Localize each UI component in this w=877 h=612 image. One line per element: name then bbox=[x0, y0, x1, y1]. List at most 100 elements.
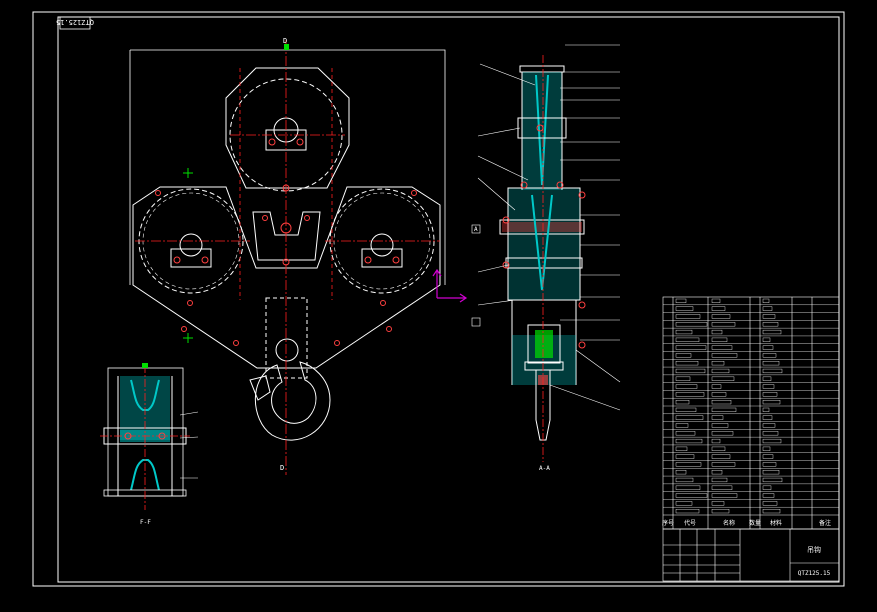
parts-row-text bbox=[675, 438, 703, 444]
parts-row-text bbox=[675, 361, 699, 366]
parts-row-text bbox=[762, 298, 770, 303]
parts-row-text bbox=[675, 345, 707, 350]
parts-row-text bbox=[762, 376, 772, 381]
parts-row-text bbox=[675, 509, 700, 514]
parts-row-text bbox=[762, 431, 779, 436]
green-mark-2 bbox=[183, 333, 193, 343]
parts-row-text bbox=[762, 462, 777, 467]
parts-row-text bbox=[675, 353, 692, 358]
parts-row-text bbox=[711, 314, 731, 319]
parts-row-text bbox=[675, 493, 708, 498]
parts-row-text bbox=[711, 337, 728, 342]
parts-header-cell: 数量 bbox=[749, 519, 761, 527]
parts-row-text bbox=[711, 400, 732, 405]
parts-row-text bbox=[762, 509, 781, 514]
parts-list-rows bbox=[663, 298, 839, 514]
parts-row-text bbox=[675, 407, 697, 412]
parts-row-text bbox=[675, 454, 695, 459]
parts-row-text bbox=[762, 454, 774, 459]
parts-row-text bbox=[675, 431, 696, 436]
parts-row-text bbox=[711, 392, 727, 397]
parts-header-cell: 材料 bbox=[770, 519, 782, 527]
parts-row-text bbox=[675, 337, 700, 342]
parts-row-text bbox=[675, 446, 688, 451]
parts-row-text bbox=[711, 322, 736, 327]
parts-row-text bbox=[711, 329, 723, 335]
parts-row-text bbox=[711, 407, 737, 412]
parts-row-text bbox=[711, 345, 733, 350]
parts-row-text bbox=[675, 400, 690, 405]
front-view-bolts bbox=[155, 138, 417, 346]
corner-code: QTZ125.15 bbox=[56, 18, 94, 26]
parts-row-text bbox=[762, 485, 772, 490]
parts-row-text bbox=[762, 446, 771, 451]
parts-row-text bbox=[711, 446, 726, 451]
corner-code-box bbox=[59, 16, 91, 30]
parts-row-text bbox=[675, 314, 701, 319]
parts-row-text bbox=[762, 477, 783, 483]
parts-row-text bbox=[711, 361, 725, 366]
parts-row-text bbox=[762, 368, 783, 374]
parts-row-text bbox=[711, 501, 725, 506]
parts-row-text bbox=[762, 407, 770, 412]
parts-row-text bbox=[675, 298, 687, 303]
parts-row-text bbox=[762, 306, 773, 311]
parts-row-text bbox=[711, 376, 735, 381]
parts-row-text bbox=[762, 438, 782, 444]
parts-row-text bbox=[711, 509, 730, 514]
side-section-view bbox=[471, 44, 621, 462]
front-view-hidden-rope bbox=[239, 68, 333, 300]
parts-header-cell: 序号 bbox=[662, 519, 674, 527]
parts-row-text bbox=[711, 438, 721, 444]
parts-row-text bbox=[762, 392, 778, 397]
parts-row-text bbox=[711, 423, 729, 428]
green-mark-1 bbox=[183, 168, 193, 178]
parts-row-text bbox=[711, 415, 724, 420]
parts-header-cell: 名称 bbox=[723, 519, 735, 527]
parts-list-table bbox=[662, 296, 840, 582]
front-view-centerlines bbox=[135, 40, 440, 475]
parts-row-text bbox=[711, 353, 738, 358]
parts-row-text bbox=[711, 462, 736, 467]
parts-row-text bbox=[711, 470, 723, 475]
parts-header-cell: 代号 bbox=[684, 519, 696, 527]
parts-row-text bbox=[675, 322, 708, 327]
parts-row-text bbox=[675, 470, 687, 475]
parts-row-text bbox=[762, 314, 776, 319]
parts-list-header: 序号 代号 名称 数量 材料 备注 bbox=[662, 519, 831, 527]
parts-row-text bbox=[675, 423, 689, 428]
parts-row-text bbox=[762, 415, 773, 420]
parts-row-text bbox=[711, 368, 730, 374]
section-mark-bottom: D bbox=[280, 464, 284, 472]
parts-row-text bbox=[762, 322, 779, 327]
parts-row-text bbox=[711, 298, 721, 303]
section-mark-top: D bbox=[283, 37, 287, 45]
parts-row-text bbox=[762, 384, 775, 389]
parts-row-text bbox=[711, 493, 738, 498]
drawing-code: QTZ125.15 bbox=[798, 570, 831, 577]
pulley-section-view bbox=[100, 363, 199, 510]
title-cell: 吊钩 bbox=[807, 545, 821, 554]
parts-row-text bbox=[762, 345, 774, 350]
parts-row-text bbox=[762, 423, 776, 428]
parts-row-text bbox=[675, 368, 706, 374]
parts-row-text bbox=[762, 400, 781, 405]
section-mark-side: A bbox=[474, 226, 478, 233]
parts-row-text bbox=[711, 306, 726, 311]
parts-row-text bbox=[711, 384, 722, 389]
view-label-ff: F-F bbox=[140, 519, 151, 526]
front-view bbox=[129, 49, 446, 441]
parts-row-text bbox=[711, 477, 728, 483]
outer-border bbox=[32, 11, 845, 587]
parts-header-cell: 备注 bbox=[819, 519, 831, 527]
parts-row-text bbox=[762, 337, 771, 342]
parts-row-text bbox=[675, 477, 694, 483]
parts-row-text bbox=[675, 485, 701, 490]
parts-row-text bbox=[675, 501, 693, 506]
section-arrow-a bbox=[432, 268, 468, 303]
parts-row-text bbox=[711, 485, 733, 490]
parts-row-text bbox=[675, 329, 693, 335]
parts-row-text bbox=[675, 376, 691, 381]
